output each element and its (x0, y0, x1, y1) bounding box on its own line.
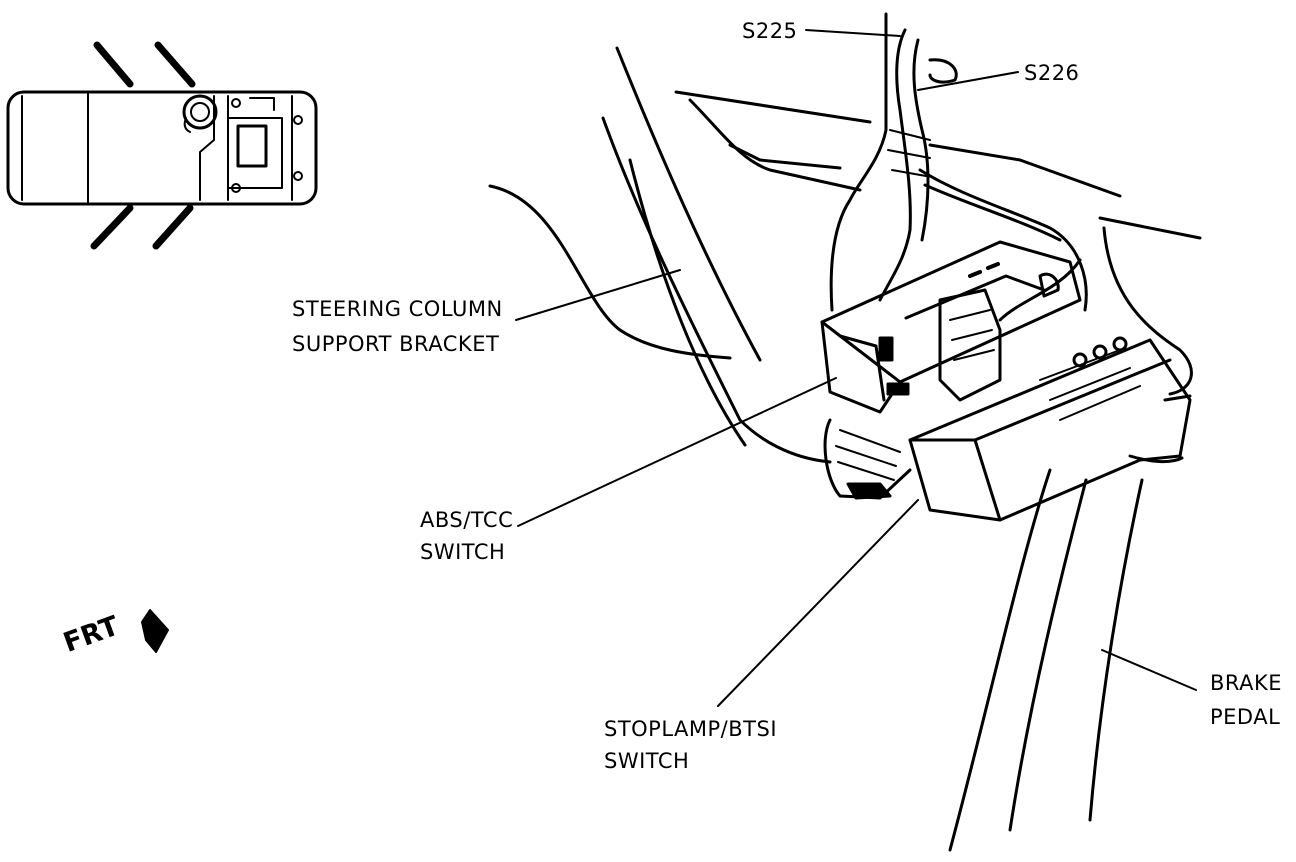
wiring-harness (829, 12, 1088, 322)
label-s226: S226 (1024, 61, 1080, 85)
vehicle-top-view-icon (6, 41, 318, 250)
label-steering-column-line2: SUPPORT BRACKET (292, 332, 500, 356)
stoplamp-btsi-switch (823, 336, 1192, 522)
label-brake-line1: BRAKE (1210, 671, 1283, 695)
front-arrow-icon (141, 609, 169, 653)
label-s225: S225 (742, 19, 798, 43)
label-stoplamp-line1: STOPLAMP/BTSI (604, 717, 778, 741)
steering-column-support-bracket (488, 46, 1202, 464)
label-stoplamp-line2: SWITCH (604, 749, 690, 773)
leader-lines (515, 29, 1197, 707)
label-steering-column-line1: STEERING COLUMN (292, 297, 503, 321)
label-abs-tcc-line1: ABS/TCC (420, 508, 514, 532)
label-brake-line2: PEDAL (1210, 705, 1281, 729)
brake-pedal (948, 468, 1144, 852)
abs-tcc-switch (820, 240, 1082, 414)
label-abs-tcc-line2: SWITCH (420, 540, 506, 564)
